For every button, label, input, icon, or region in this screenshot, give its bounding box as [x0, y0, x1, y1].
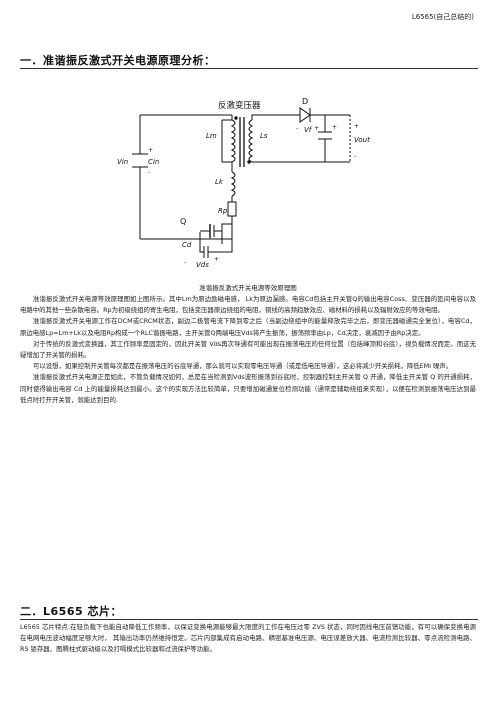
transformer-label: 反激变压器: [218, 100, 261, 111]
paragraph-4: 可以设想，如果控制开关管每次都是在振荡电压的谷底导通，那么就可以实现零电压导通（…: [33, 362, 453, 371]
svg-text:+: +: [148, 147, 153, 154]
svg-text:+: +: [332, 124, 337, 131]
vin-label: Vin: [117, 158, 128, 166]
svg-text:-: -: [184, 259, 186, 266]
vout-label: Vout: [354, 136, 370, 144]
diode-label: D: [302, 97, 308, 106]
svg-text:-: -: [296, 125, 298, 132]
paragraph-5: 准谐振反激式开关电源正是如此，不管负载情况如何，总是在当检测到Vds波形振荡到谷…: [20, 373, 476, 404]
paragraph-1: 准谐振反激式开关电源等效原理图如上图所示。其中Lm为原边励磁电感， Lk为原边漏…: [20, 295, 476, 315]
paragraph-3: 对于传统的反激式变换器，其工作频率是固定的，因此开关管 Vds再次导通有可能出现…: [20, 339, 476, 360]
lk-coil: [230, 171, 236, 197]
vds-label: Vds: [196, 261, 209, 269]
section-1-rule: [20, 68, 478, 69]
lm-label: Lm: [206, 132, 217, 140]
svg-text:-: -: [148, 169, 150, 176]
rp-resistor: [227, 201, 237, 217]
diode-d: [299, 107, 311, 123]
cin-label: Cin: [148, 158, 159, 166]
svg-text:+: +: [214, 256, 219, 263]
vf-label: Vf: [304, 126, 313, 134]
ls-coil: [248, 119, 254, 163]
lk-label: Lk: [215, 178, 224, 186]
page-header: L6565(自己总结的): [411, 13, 474, 21]
ls-label: Ls: [260, 132, 268, 140]
section-2-heading: 二．L6565 芯片：: [20, 605, 122, 618]
section-2-paragraph: L6565 芯片特点:在轻负载下也能自动降低工作频率，以保证变换电源能够最大限度…: [20, 623, 476, 654]
q-label: Q: [180, 217, 186, 226]
section-1-body: 准谐振反激式开关电源等效原理图如上图所示。其中Lm为原边励磁电感， Lk为原边漏…: [20, 294, 476, 406]
cd-label: Cd: [182, 241, 192, 249]
rp-label: Rp: [218, 207, 228, 215]
paragraph-2: 准谐振反激式开关电源工作在DCM或CRCM状态，副边二极管电流下降到零之后（当副…: [20, 317, 476, 337]
lm-coil: [230, 119, 236, 163]
flyback-circuit-diagram: 反激变压器 + - Cin Vin Lm Lk Rp Ls D -: [117, 97, 370, 269]
figure-caption: 准谐振反激式开关电源等效原理图: [199, 284, 297, 292]
svg-text:-: -: [354, 153, 356, 160]
section-1-heading: 一．准谐振反激式开关电源原理分析：: [20, 54, 216, 67]
svg-text:+: +: [354, 123, 359, 130]
section-2-body: L6565 芯片特点:在轻负载下也能自动降低工作频率，以保证变换电源能够最大限度…: [20, 622, 476, 656]
svg-text:+: +: [314, 125, 319, 132]
section-2-rule: [20, 619, 478, 620]
